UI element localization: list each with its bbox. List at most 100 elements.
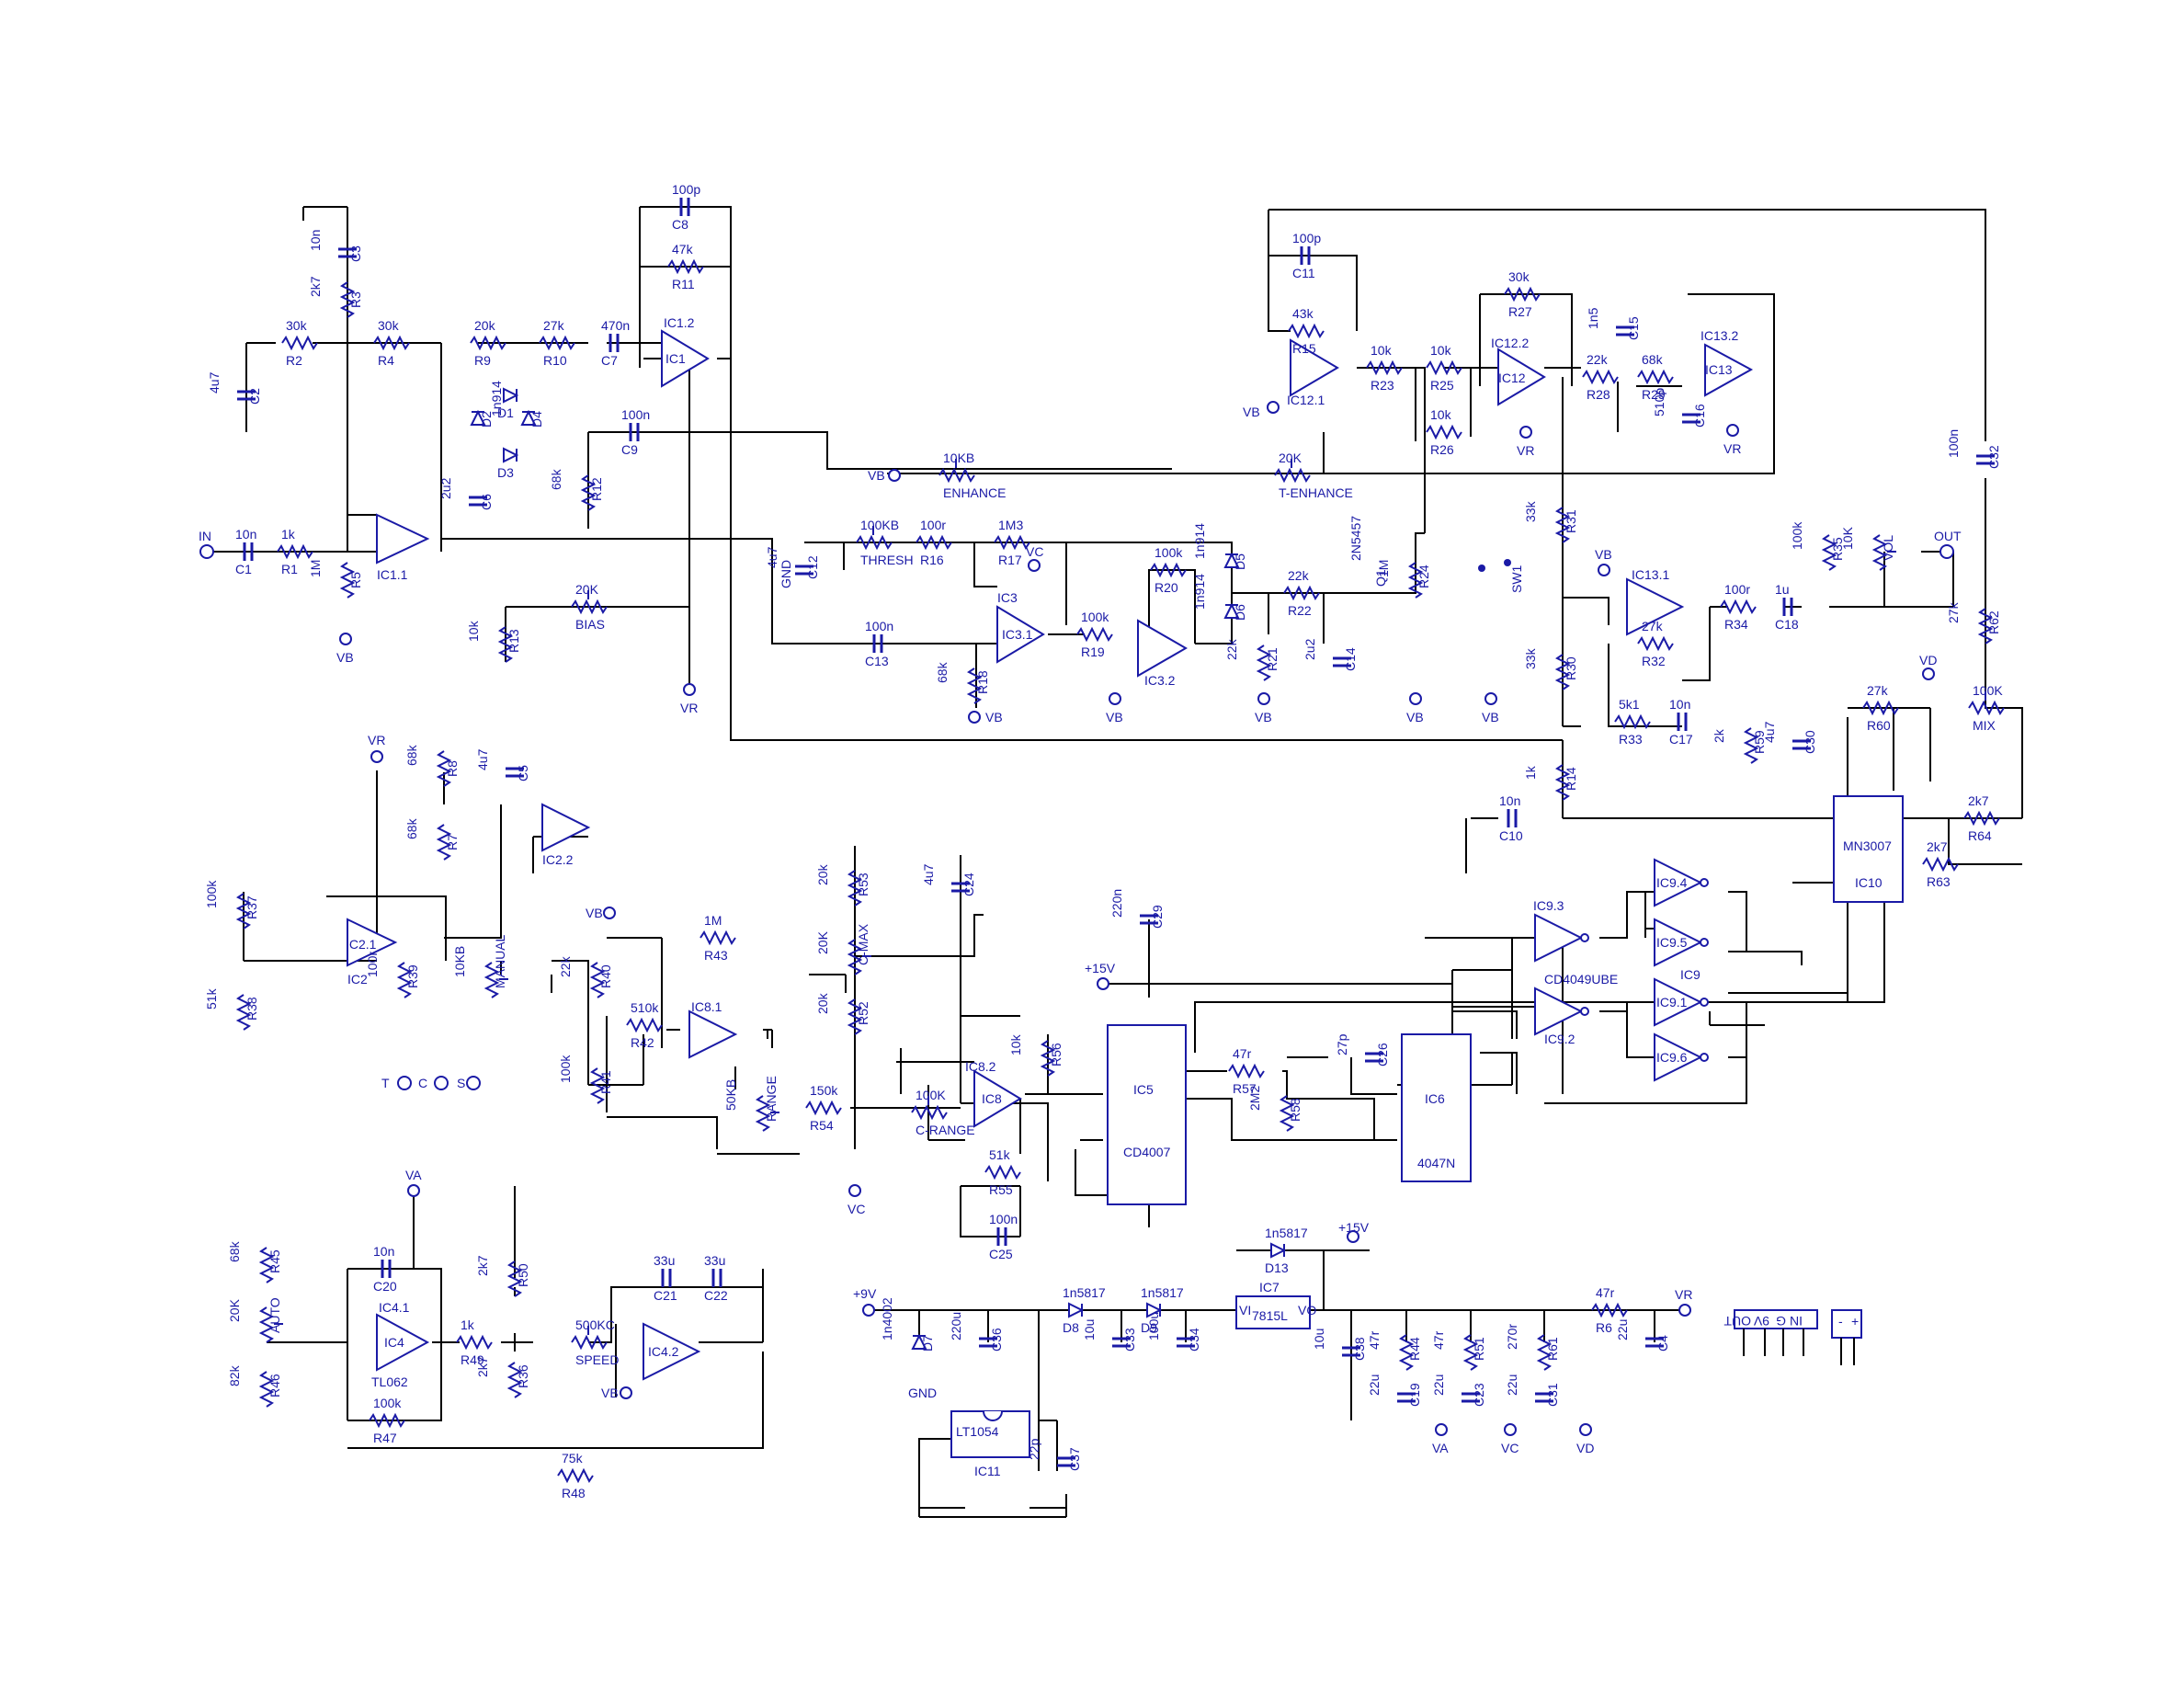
part-value-label: 100p <box>672 182 700 197</box>
cmax-vc-terminal[interactable] <box>848 1184 861 1197</box>
vr-terminal[interactable] <box>683 683 696 696</box>
resistor-symbol <box>1150 562 1187 578</box>
enhance-vb-terminal[interactable] <box>888 469 901 482</box>
part-ref-label: R39 <box>405 964 420 988</box>
vr-out-terminal[interactable] <box>1678 1304 1691 1317</box>
vb-terminal[interactable] <box>339 633 352 645</box>
ic12-vr-terminal[interactable] <box>1519 426 1532 439</box>
p9v-terminal[interactable] <box>862 1304 875 1317</box>
capacitor-symbol <box>609 334 620 352</box>
diode-symbol <box>503 387 519 404</box>
resistor-symbol[interactable] <box>483 962 500 998</box>
q1-part-label: 2N5457 <box>1348 516 1363 561</box>
ic13-vr-label: VR <box>1723 441 1741 456</box>
resistor-symbol[interactable] <box>847 939 863 975</box>
vd-out-terminal[interactable] <box>1579 1423 1592 1436</box>
part-value-label: 27k <box>1642 619 1664 633</box>
resistor-symbol[interactable] <box>911 1104 948 1121</box>
ic3b-vb-terminal[interactable] <box>1109 692 1121 705</box>
ic2-vr-terminal[interactable] <box>370 750 383 763</box>
r21-vb-terminal[interactable] <box>1257 692 1270 705</box>
resistor-symbol <box>339 562 356 599</box>
p15v-out-terminal[interactable] <box>1347 1230 1359 1243</box>
capacitor-symbol <box>237 390 256 401</box>
sw1-contact-b[interactable] <box>1504 559 1511 566</box>
p15v-terminal[interactable] <box>1097 977 1109 990</box>
resistor-symbol[interactable] <box>1871 534 1888 571</box>
ic13b-vb-terminal[interactable] <box>1598 564 1610 576</box>
out-terminal[interactable] <box>1939 544 1954 559</box>
resistor-symbol[interactable] <box>856 534 893 551</box>
part-ref-label: R7 <box>445 834 460 850</box>
resistor-symbol[interactable] <box>1968 700 2005 716</box>
sw1-contact-a[interactable] <box>1478 565 1485 572</box>
capacitor-symbol <box>996 1227 1007 1246</box>
part-value-label: 10KB <box>943 451 974 465</box>
ic9-6-inverter: IC9.6 <box>1654 1032 1709 1082</box>
va-out-terminal[interactable] <box>1435 1423 1448 1436</box>
r24-vb-terminal[interactable] <box>1409 692 1422 705</box>
component-labels: 1kR130kR22k7R330kR41MR520kR927kR1047kR11… <box>204 182 2005 1500</box>
va-label: VA <box>405 1168 422 1182</box>
resistor-symbol[interactable] <box>938 467 975 484</box>
vc-out-terminal[interactable] <box>1504 1423 1517 1436</box>
vc-terminal[interactable] <box>1028 559 1041 572</box>
part-value-label: 33u <box>654 1253 675 1268</box>
ic5-ref-label: IC5 <box>1133 1082 1154 1097</box>
resistor-symbol <box>456 1334 493 1351</box>
resistor-symbol[interactable] <box>755 1095 771 1132</box>
part-value-label: 47r <box>1431 1330 1446 1350</box>
part-value-label: 1n914 <box>1192 574 1207 610</box>
vd-terminal[interactable] <box>1922 667 1935 680</box>
part-ref-label: R38 <box>245 997 259 1021</box>
ic2b-vb-terminal[interactable] <box>603 907 616 919</box>
resistor-symbol[interactable] <box>571 599 608 615</box>
capacitor-symbol <box>1645 1337 1664 1348</box>
capacitor-symbol <box>1140 914 1158 925</box>
ic13-ref-label: IC13 <box>1705 362 1733 377</box>
part-value-label: 100k <box>558 1055 573 1083</box>
sw1-vb-terminal[interactable] <box>1484 692 1497 705</box>
capacitor-symbol <box>1397 1392 1416 1403</box>
in-terminal[interactable] <box>199 544 214 559</box>
part-value-label: 1n5817 <box>1141 1285 1184 1300</box>
part-ref-label: D9 <box>1141 1320 1157 1335</box>
resistor-symbol <box>258 1247 275 1283</box>
resistor-symbol[interactable] <box>571 1334 608 1351</box>
va-terminal[interactable] <box>407 1184 420 1197</box>
ic11-ref-label: IC11 <box>974 1464 1001 1478</box>
t-terminal[interactable] <box>397 1076 412 1090</box>
resistor-symbol <box>916 534 952 551</box>
part-value-label: 100r <box>1724 582 1750 597</box>
part-value-label: 2k7 <box>475 1356 490 1377</box>
terminals: IN OUT VB VR VB VB VC VB VB VB VB VB VR … <box>199 401 1962 1455</box>
resistor-symbol[interactable] <box>258 1306 275 1343</box>
ic9-4-inverter: IC9.4 <box>1654 858 1709 907</box>
capacitor-symbol <box>711 1269 722 1287</box>
part-ref-label: R4 <box>378 353 394 368</box>
r24-vb-label: VB <box>1406 710 1424 724</box>
ic13-vr-terminal[interactable] <box>1726 424 1739 437</box>
c-terminal[interactable] <box>434 1076 449 1090</box>
resistor-symbol[interactable] <box>1274 467 1311 484</box>
s-terminal[interactable] <box>466 1076 481 1090</box>
part-ref-label: R35 <box>1830 537 1845 561</box>
diode-symbol <box>1068 1302 1085 1318</box>
resistor-symbol <box>1040 1040 1056 1077</box>
part-ref-label: R24 <box>1416 565 1431 588</box>
ic12b-vb-terminal[interactable] <box>1267 401 1280 414</box>
ic4b-vb-label: VB <box>601 1386 619 1400</box>
resistor-symbol <box>539 335 575 351</box>
ic3-vb-terminal[interactable] <box>968 711 981 724</box>
ic13-sub-label: IC13.2 <box>1701 328 1738 343</box>
ic4b-vb-terminal[interactable] <box>620 1386 632 1399</box>
j2-pin-plus: + <box>1851 1314 1859 1329</box>
part-value-label: 27k <box>1867 683 1889 698</box>
